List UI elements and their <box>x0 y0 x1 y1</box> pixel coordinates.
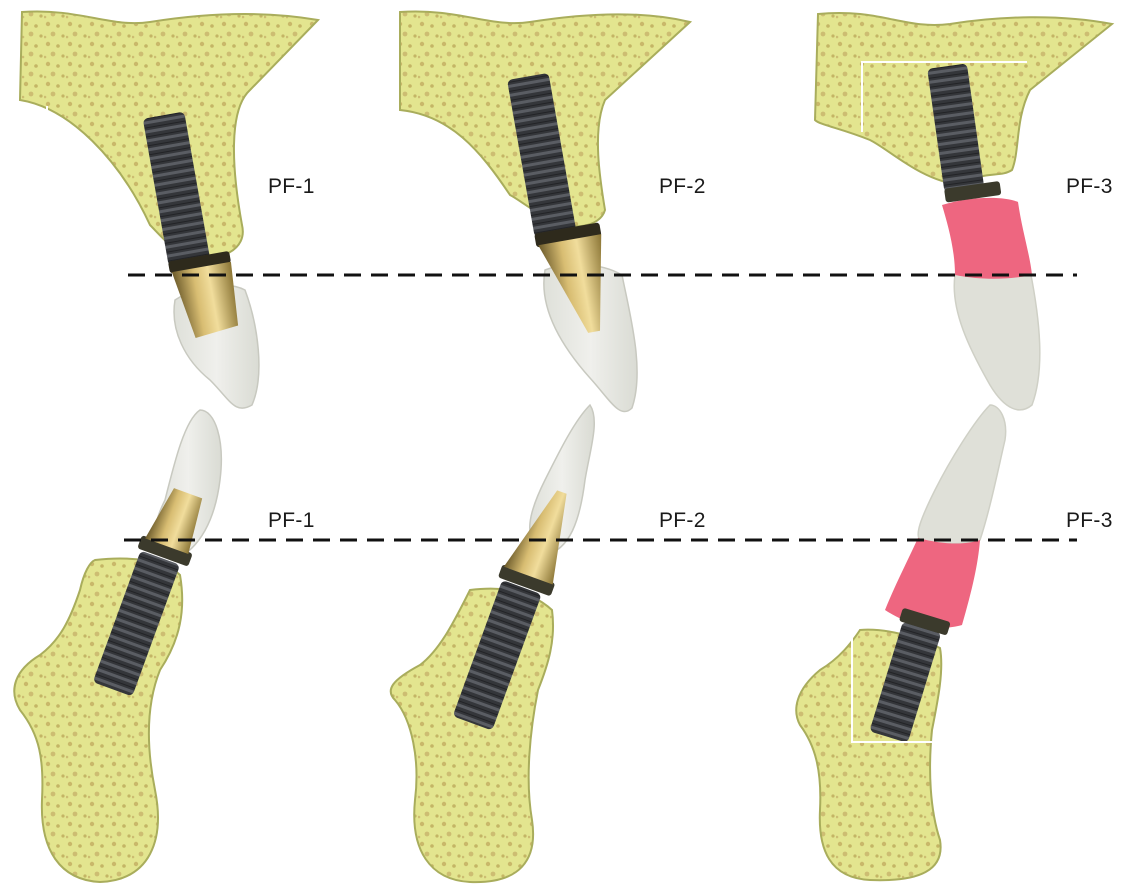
implant-icon <box>143 112 210 266</box>
label-top-pf1: PF-1 <box>268 175 315 198</box>
abutment-icon <box>171 261 239 339</box>
maxilla-pf2 <box>399 10 693 413</box>
pink-gingiva-icon <box>885 538 980 628</box>
implant-icon <box>454 581 541 730</box>
label-bottom-pf3: PF-3 <box>1066 509 1113 532</box>
abutment-icon <box>538 234 602 333</box>
implant-icon <box>870 622 941 742</box>
maxilla-pf1 <box>18 10 321 409</box>
label-bottom-pf2: PF-2 <box>659 509 706 532</box>
mandible-pf2 <box>389 403 596 884</box>
implant-icon <box>927 64 984 193</box>
implant-icon <box>507 73 576 237</box>
label-top-pf3: PF-3 <box>1066 175 1113 198</box>
crown-icon <box>953 264 1041 411</box>
abutment-icon <box>145 488 203 555</box>
label-bottom-pf1: PF-1 <box>268 509 315 532</box>
mandible-pf1 <box>13 409 223 884</box>
bone-icon <box>389 587 555 884</box>
mandible-pf3 <box>795 404 1007 882</box>
label-top-pf2: PF-2 <box>659 175 706 198</box>
crown-icon <box>543 263 638 413</box>
abutment-icon <box>503 490 567 585</box>
maxilla-pf3 <box>813 12 1115 411</box>
crown-icon <box>917 404 1007 545</box>
implant-icon <box>94 551 179 696</box>
pink-gingiva-icon <box>942 197 1032 279</box>
